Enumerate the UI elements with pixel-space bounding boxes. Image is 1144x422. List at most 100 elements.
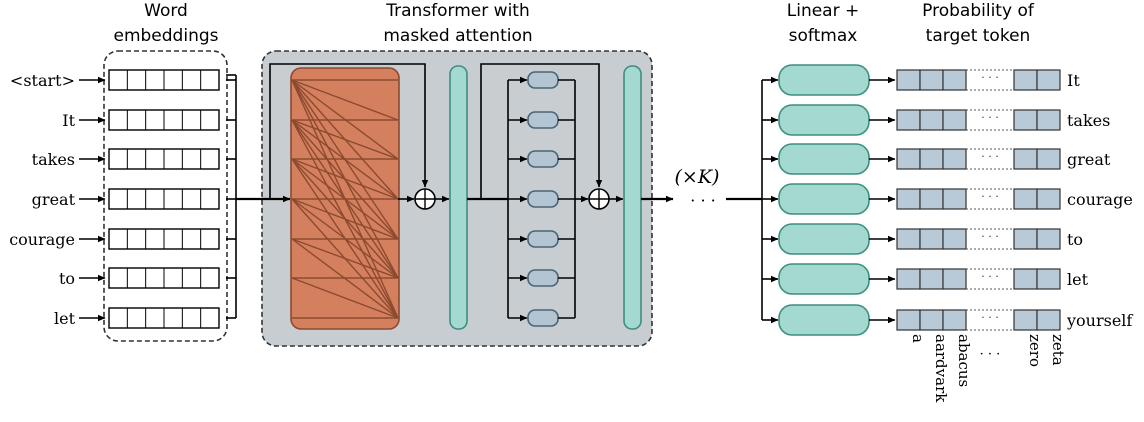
probability-cell (896, 188, 921, 210)
probability-cell (942, 188, 967, 210)
transformer-internals (269, 63, 762, 330)
probability-cell (1036, 69, 1061, 91)
mlp-unit (527, 230, 559, 248)
attention-edge (291, 79, 399, 200)
linear-heading-line1: Linear + (787, 1, 859, 21)
probability-cell (1013, 188, 1038, 210)
vocab-label: zero (1026, 334, 1044, 367)
probability-cell (896, 228, 921, 250)
input-token-label: great (32, 190, 76, 209)
probability-cell (896, 148, 921, 170)
linear-softmax-block (778, 223, 870, 255)
probability-cell (1036, 309, 1061, 331)
probability-heading-line1: Probability of (922, 1, 1035, 21)
input-token-label: It (62, 111, 75, 130)
attention-edge (291, 119, 399, 319)
target-token-label: to (1067, 230, 1083, 249)
mlp-unit (527, 71, 559, 89)
probability-ellipsis: · · · (981, 190, 998, 203)
linear-softmax-block (778, 263, 870, 295)
vocab-ellipsis: · · · (980, 347, 1001, 362)
embeddings-heading-line2: embeddings (114, 26, 219, 46)
probability-cell (919, 69, 944, 91)
probability-heading-line2: target token (926, 26, 1031, 46)
probability-cell (942, 268, 967, 290)
probability-cell (942, 109, 967, 131)
probability-cell (919, 228, 944, 250)
linear-softmax-block (778, 104, 870, 136)
residual-path-1 (269, 63, 429, 199)
vocab-label: abacus (955, 334, 973, 387)
probability-cell (919, 188, 944, 210)
attention-edge (291, 79, 399, 160)
probability-cell (1036, 188, 1061, 210)
transformer-heading-line1: Transformer with (385, 1, 529, 21)
output-rows: · · · It · · · takes · · · great · · · courage ·… (761, 64, 1133, 336)
probability-ellipsis: · · · (981, 71, 998, 84)
probability-cell (1036, 228, 1061, 250)
probability-ellipsis: · · · (981, 311, 998, 324)
mlp-unit (527, 269, 559, 287)
probability-cell (896, 309, 921, 331)
target-token-label: great (1067, 150, 1111, 169)
attention-edge (291, 277, 399, 319)
input-token-label: to (59, 269, 75, 288)
probability-cell (1013, 69, 1038, 91)
probability-cell (1036, 148, 1061, 170)
probability-cell (1013, 228, 1038, 250)
probability-ellipsis: · · · (981, 230, 998, 243)
probability-cell (919, 109, 944, 131)
probability-cell (1013, 148, 1038, 170)
layer-norm-2 (623, 65, 642, 330)
headings: Word embeddings Transformer with masked … (114, 1, 1035, 46)
vocab-label: zeta (1049, 334, 1067, 366)
input-token-label: <start> (10, 71, 75, 90)
probability-cell (896, 109, 921, 131)
probability-cell (942, 148, 967, 170)
probability-cell (919, 309, 944, 331)
attention-edge (291, 79, 399, 319)
probability-cell (919, 148, 944, 170)
linear-heading-line2: softmax (789, 26, 858, 46)
attention-edge (291, 79, 399, 121)
input-tokens: <start> It takes great courage to let (9, 69, 220, 329)
repeat-label: (×K) (675, 166, 720, 188)
mlp-unit (527, 190, 559, 208)
probability-cell (942, 309, 967, 331)
probability-cell (942, 228, 967, 250)
attention-edge (291, 198, 399, 319)
attention-connections (291, 79, 399, 319)
target-token-label: yourself (1066, 311, 1133, 330)
vocab-label: aardvark (932, 334, 950, 403)
mlp-unit (527, 309, 559, 327)
linear-softmax-block (778, 183, 870, 215)
probability-ellipsis: · · · (981, 150, 998, 163)
probability-cell (1036, 268, 1061, 290)
probability-ellipsis: · · · (981, 111, 998, 124)
input-bus (226, 74, 291, 319)
flow-ellipsis: · · · (690, 191, 715, 210)
target-token-label: It (1067, 71, 1080, 90)
target-token-label: let (1067, 270, 1089, 289)
target-token-label: takes (1067, 111, 1110, 130)
probability-cell (896, 69, 921, 91)
vocabulary-labels: a aardvark abacus zero zeta · · · (909, 334, 1067, 403)
target-token-label: courage (1067, 190, 1133, 209)
input-token-label: let (54, 309, 76, 328)
probability-cell (919, 268, 944, 290)
residual-path-2 (480, 63, 603, 199)
layer-norm-1 (449, 65, 468, 330)
vocab-label: a (909, 334, 927, 343)
probability-cell (942, 69, 967, 91)
linear-softmax-block (778, 304, 870, 336)
embeddings-heading-line1: Word (144, 1, 188, 21)
attention-edge (291, 158, 399, 319)
input-token-label: courage (9, 230, 75, 249)
probability-cell (896, 268, 921, 290)
attention-edge (291, 238, 399, 319)
probability-cell (1013, 109, 1038, 131)
input-token-label: takes (32, 150, 75, 169)
transformer-heading-line2: masked attention (383, 26, 532, 46)
probability-cell (1036, 109, 1061, 131)
